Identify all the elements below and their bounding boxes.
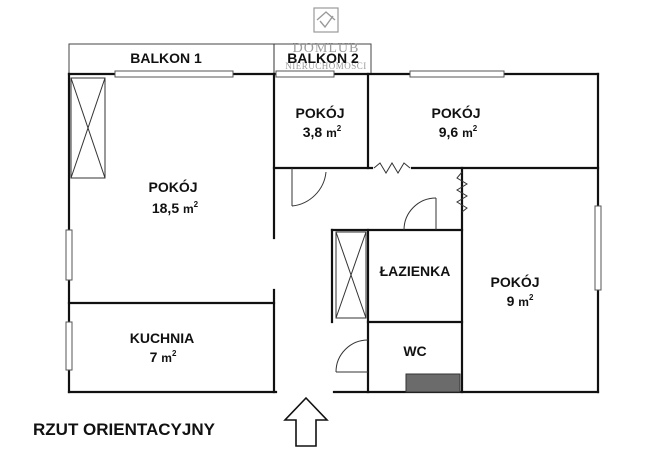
room-pokoj-c-area: 9,6 m2 [439,124,478,140]
room-pokoj-b-unit: m [326,126,337,140]
room-pokoj-a-area: 18,5 m2 [152,200,199,216]
room-pokoj-c-unit: m [462,126,473,140]
door-wc [335,339,369,373]
room-pokoj-c-sup: 2 [473,124,478,133]
room-pokoj-a-name: POKÓJ [148,178,197,195]
logo-subtitle: NIERUCHOMOŚCI [285,61,367,71]
wardrobe-hall [335,231,367,319]
room-pokoj-d-area: 9 m2 [507,293,534,309]
wardrobe-top-left [70,77,106,179]
room-pokoj-b-name: POKÓJ [295,104,344,121]
room-kuchnia-area-value: 7 [150,349,158,365]
window-top-3 [409,70,505,78]
room-kuchnia-unit: m [161,351,172,365]
window-top-2 [275,70,335,78]
room-pokoj-b-area-value: 3,8 [303,124,323,140]
windows [65,70,602,371]
room-pokoj-a-unit: m [183,202,194,216]
logo: DOMLUB NIERUCHOMOŚCI [285,7,367,71]
room-pokoj-a-sup: 2 [194,200,199,209]
window-left-1 [65,229,73,281]
entrance-arrow-icon [283,396,329,447]
room-pokoj-c-area-value: 9,6 [439,124,459,140]
window-left-2 [65,321,73,371]
logo-brand: DOMLUB [293,41,360,56]
room-kuchnia-sup: 2 [172,349,177,358]
room-kuchnia-area: 7 m2 [150,349,177,365]
room-wc-name: WC [403,343,426,359]
room-pokoj-d-unit: m [518,295,529,309]
room-pokoj-d-area-value: 9 [507,293,515,309]
room-pokoj-d-name: POKÓJ [490,273,539,290]
balkon-2-label: BALKON 2 [287,50,359,66]
room-pokoj-d-sup: 2 [529,293,534,302]
room-pokoj-a-area-value: 18,5 [152,200,179,216]
room-kuchnia-name: KUCHNIA [130,330,195,346]
room-pokoj-b-sup: 2 [337,124,342,133]
window-top-1 [114,70,234,78]
room-lazienka-name: ŁAZIENKA [380,263,451,279]
room-pokoj-c-name: POKÓJ [431,104,480,121]
door-pokoj-small [291,168,327,207]
balkon-1-label: BALKON 1 [130,50,202,66]
plan-title: RZUT ORIENTACYJNY [33,420,216,439]
door-lazienka [403,197,437,231]
balcony-strip [68,43,372,75]
sliding-door-horizontal [373,162,411,174]
room-pokoj-b-area: 3,8 m2 [303,124,342,140]
sliding-door-vertical [456,171,468,213]
wc-fixture [405,373,461,393]
house-icon [313,7,339,33]
window-right-1 [594,205,602,291]
